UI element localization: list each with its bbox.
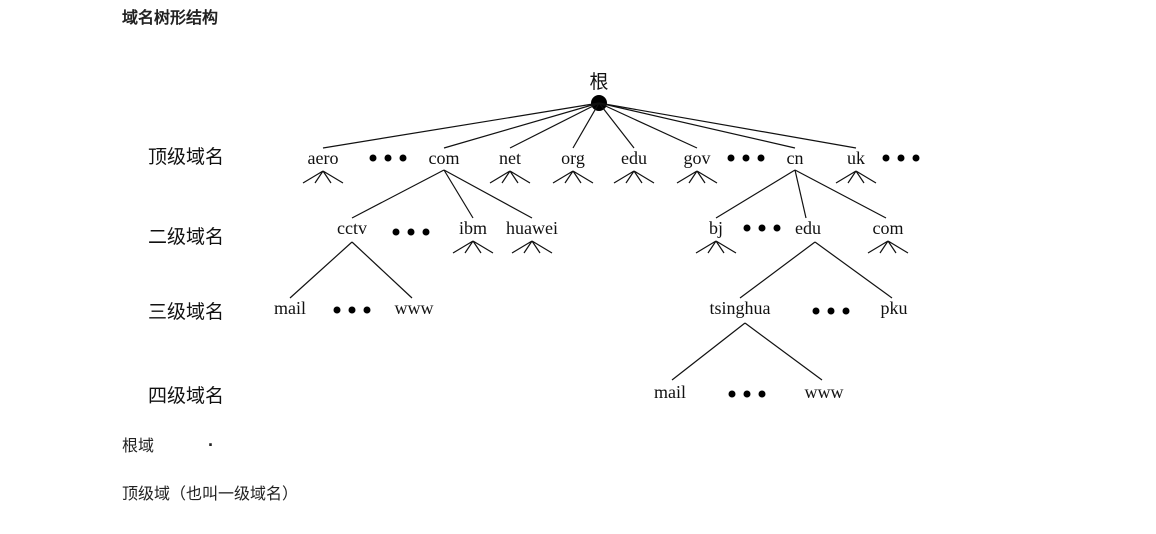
node-www-tsinghua: www xyxy=(805,382,844,402)
node-gov: gov xyxy=(684,148,711,168)
page-title: 域名树形结构 xyxy=(122,8,219,27)
node-uk: uk xyxy=(847,148,865,168)
ellipsis-dots xyxy=(369,154,920,162)
node-bj: bj xyxy=(709,218,723,238)
node-www-cctv: www xyxy=(395,298,434,318)
node-com-cn: com xyxy=(873,218,904,238)
node-edu: edu xyxy=(621,148,647,168)
node-edu-cn: edu xyxy=(795,218,821,238)
node-ibm: ibm xyxy=(459,218,487,238)
node-tsinghua: tsinghua xyxy=(710,298,771,318)
node-huawei: huawei xyxy=(506,218,558,238)
node-org: org xyxy=(561,148,585,168)
fan-stubs xyxy=(302,170,877,184)
node-cctv: cctv xyxy=(337,218,367,238)
level-label-top: 顶级域名 xyxy=(148,146,224,168)
level-label-second: 二级域名 xyxy=(148,226,224,248)
node-mail-cctv: mail xyxy=(274,298,306,318)
root-domain-label: 根域 xyxy=(122,436,155,455)
root-edges xyxy=(322,102,857,149)
root-label: 根 xyxy=(589,71,608,93)
node-net: net xyxy=(499,148,521,168)
level-label-fourth: 四级域名 xyxy=(148,385,224,407)
node-cn: cn xyxy=(787,148,804,168)
node-pku: pku xyxy=(881,298,908,318)
node-aero: aero xyxy=(308,148,339,168)
root-domain-symbol: . xyxy=(208,430,214,450)
node-mail-tsinghua: mail xyxy=(654,382,686,402)
domain-tree-diagram: 根 顶级域名 二级域名 三级域名 四级域名 aero com net org e… xyxy=(148,71,920,407)
top-domain-label: 顶级域（也叫一级域名） xyxy=(122,484,299,503)
level-label-third: 三级域名 xyxy=(148,301,224,323)
node-com: com xyxy=(429,148,460,168)
